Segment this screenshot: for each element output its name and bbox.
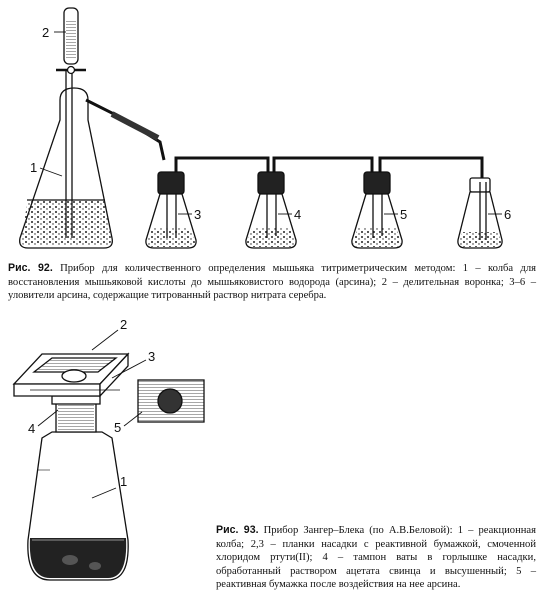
fig93-label-5: 5 [114,420,121,435]
figure-93-apparatus [12,329,205,581]
absorber-flask-4 [245,171,297,249]
figure-93-ref: Рис. 93. [216,524,259,536]
fig92-label-2: 2 [42,25,49,40]
dropping-funnel-2 [56,7,86,75]
reaction-flask-1 [19,70,113,249]
figure-92-ref: Рис. 92. [8,262,53,274]
figure-93-caption: Рис. 93. Прибор Зангер–Блека (по А.В.Бел… [216,524,536,592]
figure-92-apparatus [19,7,503,249]
absorber-flask-3 [145,171,197,249]
attachment-plates-2-3 [12,352,130,398]
connecting-tube-4-5 [272,156,374,182]
fig93-label-4: 4 [28,421,35,436]
fig92-label-4: 4 [294,207,301,222]
fig93-label-2: 2 [120,317,127,332]
fig93-label-3: 3 [148,349,155,364]
connecting-tube-5-6 [378,156,484,182]
connecting-tube-3-4 [174,156,270,182]
delivery-tube [85,98,166,161]
fig93-label-1: 1 [120,474,127,489]
reaction-flask-1 [27,431,129,581]
fig92-label-3: 3 [194,207,201,222]
figure-93-caption-text: Прибор Зангер–Блека (по А.В.Беловой): 1 … [216,525,537,591]
attachment-neck-4 [51,395,101,433]
fig92-label-6: 6 [504,207,511,222]
fig92-label-1: 1 [30,160,37,175]
absorber-flask-6 [457,177,503,249]
fig92-label-5: 5 [400,207,407,222]
figure-92-caption: Рис. 92. Прибор для количественного опре… [8,262,536,303]
figure-92-caption-text: Прибор для количественного определения м… [8,263,536,302]
absorber-flask-5 [351,171,403,249]
reactive-paper-5 [137,379,205,423]
